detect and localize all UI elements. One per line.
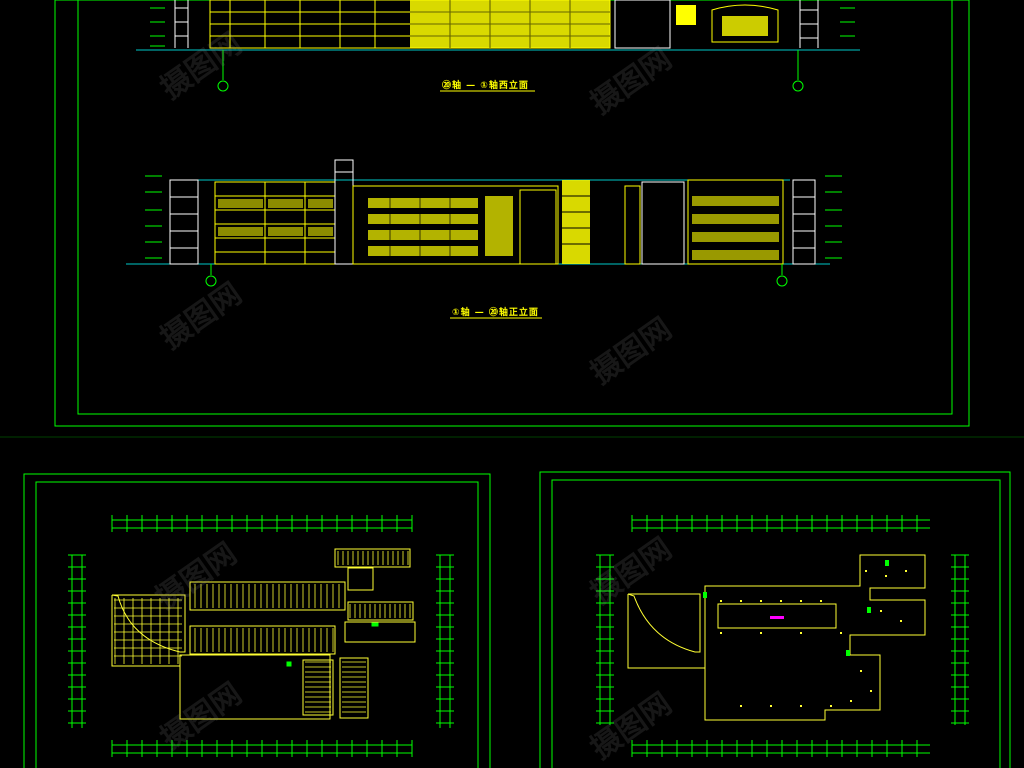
watermark-text: 摄图网 [585,531,679,611]
west-elevation-drawing [136,0,860,92]
watermark-text: 摄图网 [155,276,249,356]
watermark-layer: 摄图网 摄图网 摄图网 摄图网 摄图网 摄图网 摄图网 摄图网 [150,26,679,766]
watermark-text: 摄图网 [585,311,679,391]
watermark-text: 摄图网 [585,41,679,121]
plan-sheet-left [23,473,491,768]
front-elevation-drawing [126,159,842,287]
top-sheet-frame [54,0,970,427]
watermark-text: 摄图网 [155,26,249,106]
watermark-text: 摄图网 [150,536,244,616]
elevation-bottom-title: ①轴 — ⑳轴正立面 [452,308,539,318]
plan-sheet-right [539,471,1011,768]
elevation-top-title: ⑳轴 — ①轴西立面 [442,81,529,91]
watermark-text: 摄图网 [585,686,679,766]
